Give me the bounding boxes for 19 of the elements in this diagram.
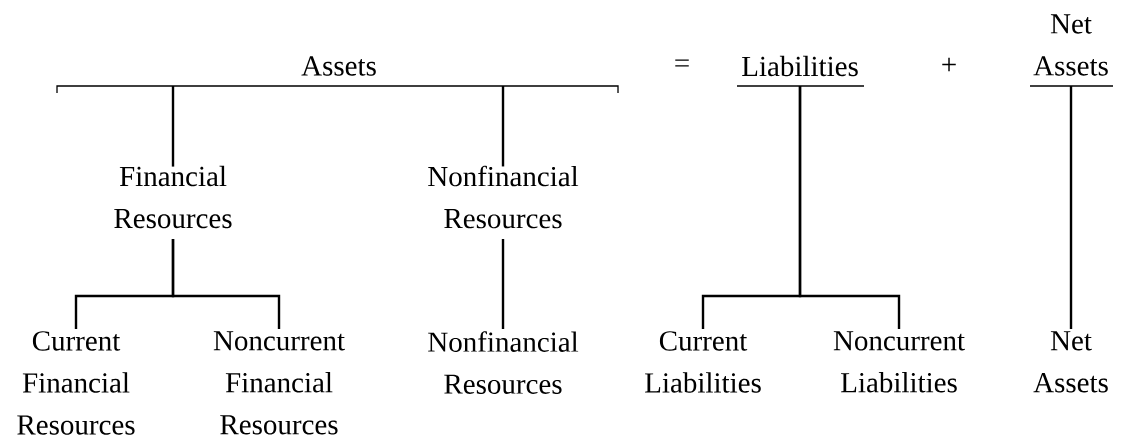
connector-line bbox=[501, 239, 505, 329]
label-text: Net Assets bbox=[1033, 331, 1108, 393]
label-text: Liabilities bbox=[742, 55, 858, 77]
connector-line bbox=[171, 239, 281, 329]
operator-sign: = bbox=[675, 59, 689, 67]
label-text: Nonfinancial Resources bbox=[428, 331, 579, 394]
label-text: Current Liabilities bbox=[645, 331, 761, 393]
label-text: Nonfinancial Resources bbox=[428, 165, 579, 229]
label-text: Noncurrent Liabilities bbox=[833, 331, 965, 393]
connector-line bbox=[501, 86, 505, 167]
label-text: Noncurrent Financial Resources bbox=[213, 331, 345, 435]
connector-line bbox=[798, 86, 901, 329]
connector-line bbox=[171, 86, 175, 167]
label-text: Assets bbox=[301, 56, 376, 76]
label-text: Net Assets bbox=[1033, 14, 1108, 76]
connector-line bbox=[1069, 86, 1073, 329]
label-text: Financial Resources bbox=[114, 165, 232, 229]
label-text: Current Financial Resources bbox=[17, 331, 135, 435]
operator-sign: + bbox=[942, 57, 956, 72]
